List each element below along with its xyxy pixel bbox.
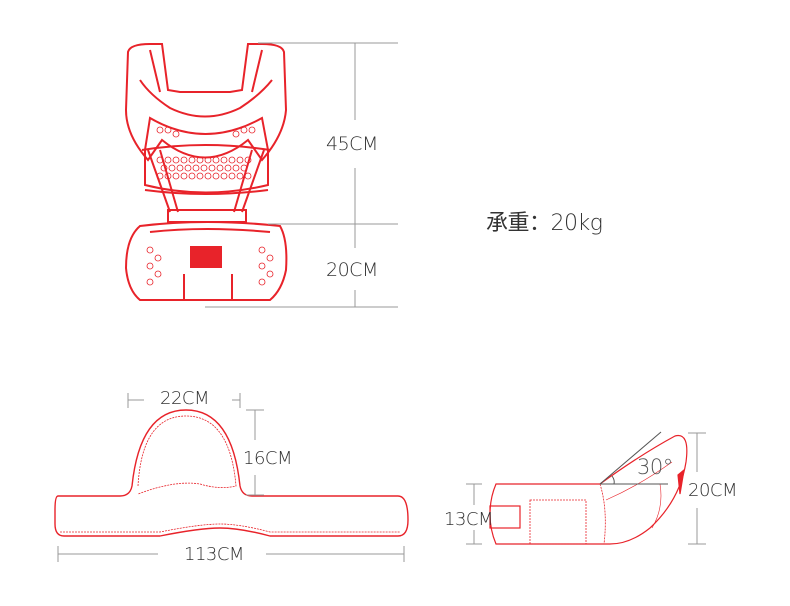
load-capacity-label: 承重：20kg bbox=[486, 211, 603, 236]
seat-right-height-label: 20CM bbox=[688, 480, 738, 501]
waist-belt-drawing bbox=[54, 409, 409, 537]
height-bottom-label: 20CM bbox=[326, 259, 378, 281]
total-length-label: 113CM bbox=[184, 544, 244, 565]
seat-height-label: 16CM bbox=[243, 448, 293, 469]
angle-label: 30° bbox=[637, 455, 673, 479]
dimension-lines-belt bbox=[57, 393, 405, 562]
angle-lines bbox=[599, 431, 668, 485]
mesh-pattern bbox=[146, 126, 274, 286]
seat-left-height-label: 13CM bbox=[444, 509, 494, 530]
seat-width-label: 22CM bbox=[160, 388, 210, 409]
height-top-label: 45CM bbox=[326, 133, 378, 155]
carrier-front-drawing bbox=[124, 43, 288, 301]
seat-side-drawing bbox=[489, 434, 688, 545]
brand-logo-patch bbox=[190, 246, 222, 268]
dimension-lines-front bbox=[205, 42, 398, 308]
dimension-lines-seat bbox=[466, 432, 706, 545]
